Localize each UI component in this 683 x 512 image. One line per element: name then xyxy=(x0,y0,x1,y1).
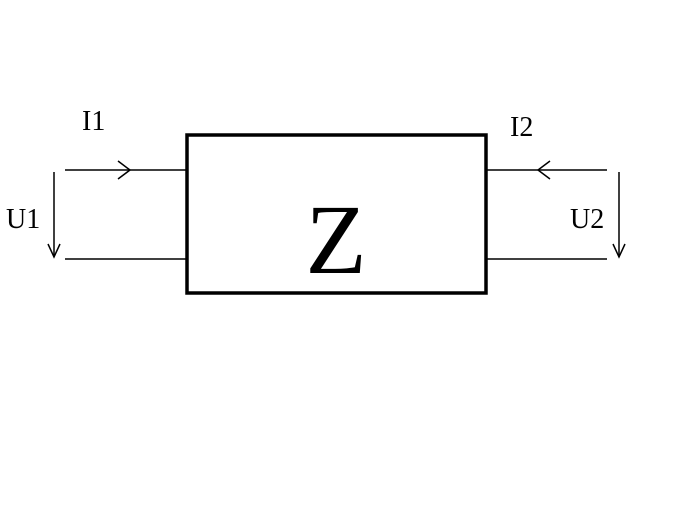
current-arrow-right-icon xyxy=(117,160,132,180)
impedance-block xyxy=(185,133,488,295)
block-label: Z xyxy=(305,184,366,295)
voltage-arrow-down-icon xyxy=(47,243,61,259)
voltage-arrow-down-icon xyxy=(612,243,626,259)
port2-current-label: I2 xyxy=(510,112,533,143)
current-arrow-left-icon xyxy=(536,160,551,180)
port1-current-label: I1 xyxy=(82,106,105,137)
port1-voltage-label: U1 xyxy=(6,204,40,235)
port2-voltage-label: U2 xyxy=(570,204,604,235)
